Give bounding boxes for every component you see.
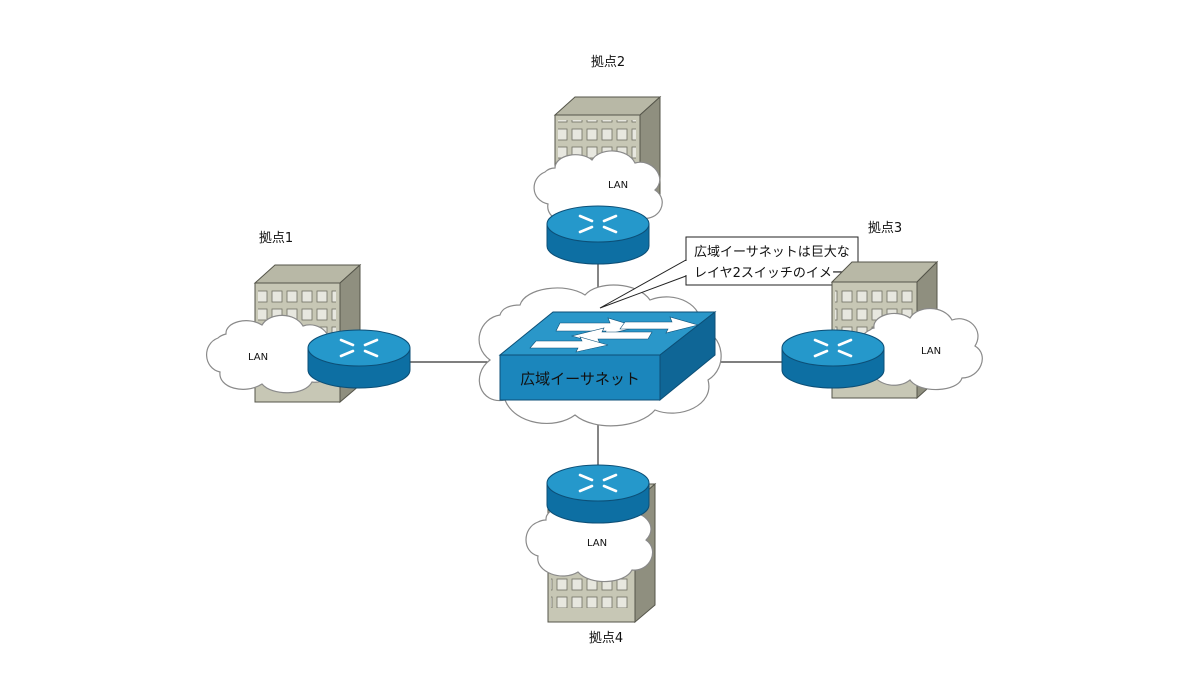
router-icon	[307, 329, 411, 389]
site-3-label: 拠点3	[868, 221, 902, 236]
callout: 広域イーサネットは巨大な レイヤ2スイッチのイメージ	[599, 236, 859, 309]
site-4: LAN 拠点4	[525, 464, 657, 646]
site-2-label: 拠点2	[591, 55, 625, 70]
router-icon	[546, 464, 650, 524]
site-3: 拠点3 LAN	[781, 221, 983, 400]
router-icon	[781, 329, 885, 389]
callout-line2: レイヤ2スイッチのイメージ	[694, 266, 858, 281]
site-1-lan: LAN	[248, 352, 268, 363]
callout-box	[685, 236, 859, 286]
switch-arrows	[529, 316, 700, 353]
site-2: 拠点2 LAN	[533, 55, 663, 265]
callout-line1: 広域イーサネットは巨大な	[694, 245, 850, 260]
layer2-switch-icon: 広域イーサネット	[498, 310, 717, 402]
site-1: 拠点1 LAN	[206, 231, 411, 404]
site-4-lan: LAN	[587, 538, 607, 549]
site-4-label: 拠点4	[589, 631, 623, 646]
site-1-label: 拠点1	[259, 231, 293, 246]
site-2-lan: LAN	[608, 180, 628, 191]
switch-label: 広域イーサネット	[520, 370, 640, 388]
switch-front-face	[499, 354, 661, 401]
site-3-lan: LAN	[921, 346, 941, 357]
router-icon	[546, 205, 650, 265]
